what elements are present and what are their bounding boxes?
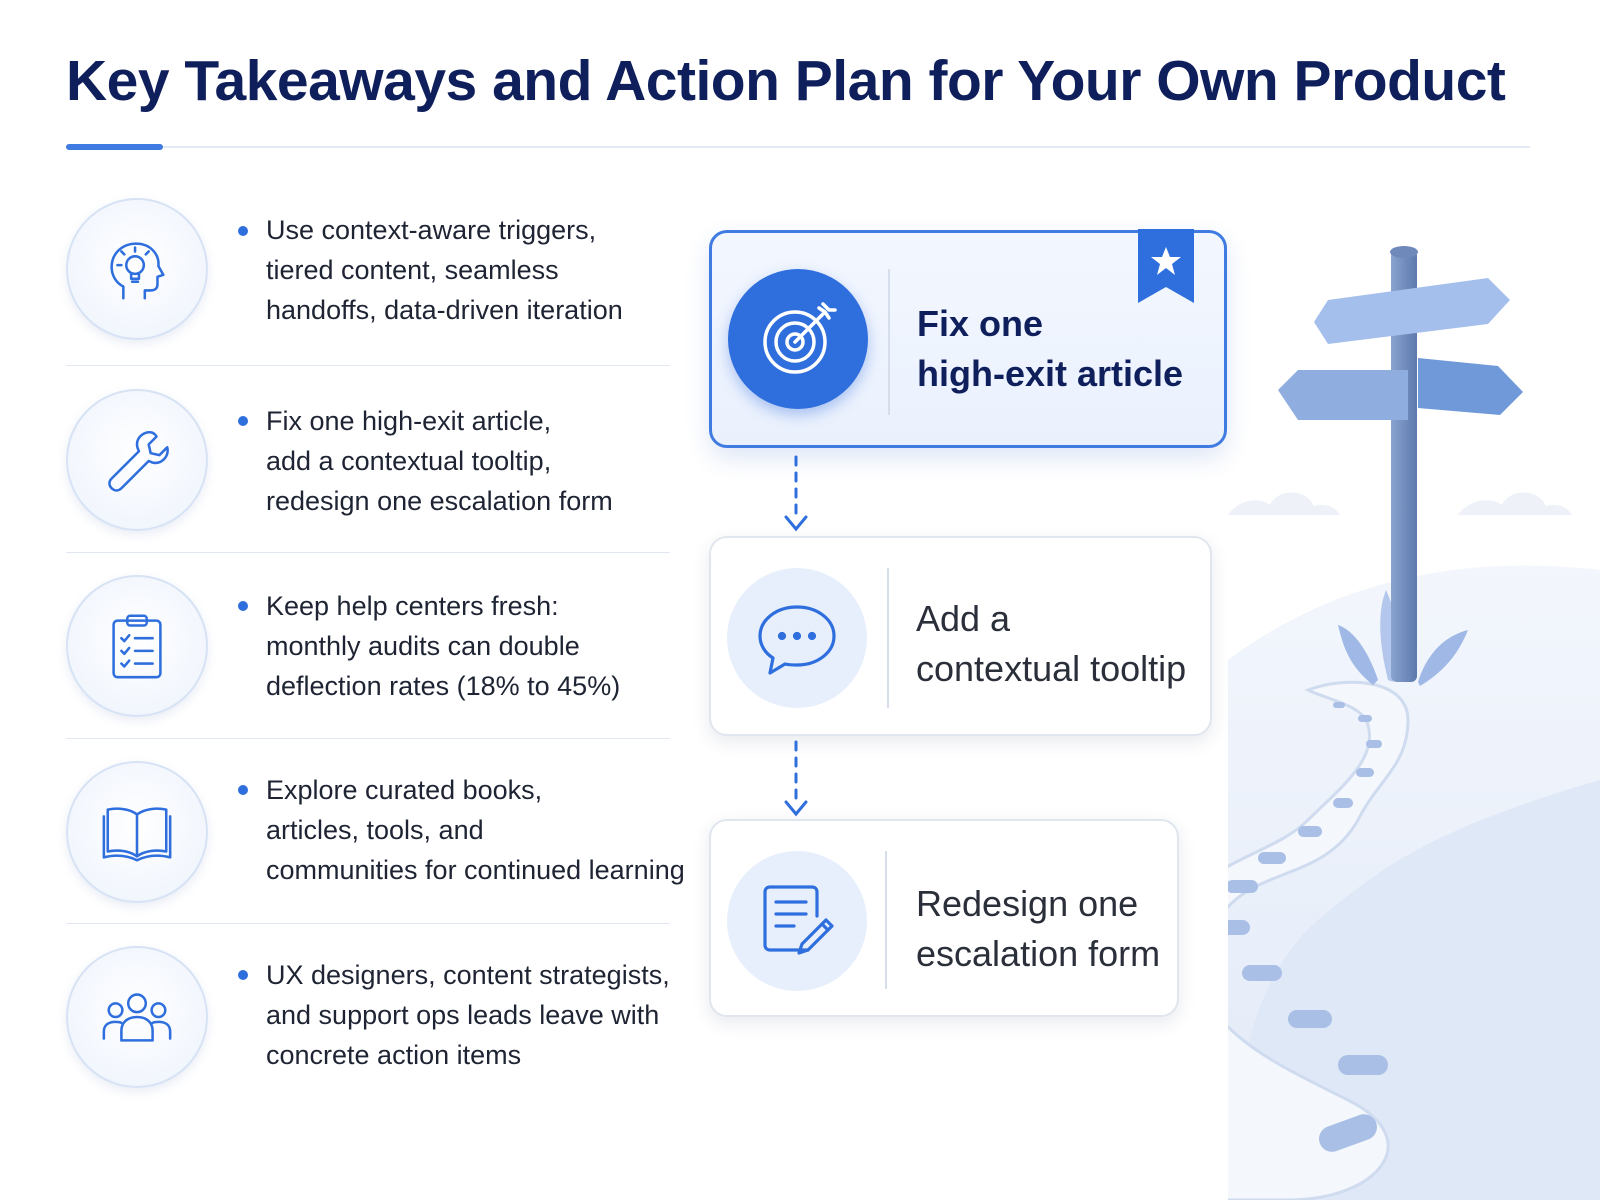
takeaway-line: monthly audits can double [266, 631, 580, 661]
takeaway-line: tiered content, seamless [266, 255, 559, 285]
takeaway-text: Use context-aware triggers, tiered conte… [266, 210, 716, 330]
takeaway-item-1: Use context-aware triggers, tiered conte… [66, 198, 682, 348]
wrench-icon [66, 389, 208, 531]
open-book-icon [66, 761, 208, 903]
action-card-redesign-form[interactable]: Redesign one escalation form [709, 819, 1179, 1017]
takeaway-line: UX designers, content strategists, [266, 960, 670, 990]
bullet-dot [238, 226, 248, 236]
card-separator [888, 269, 890, 415]
takeaway-divider [66, 552, 670, 553]
clipboard-checklist-icon [66, 575, 208, 717]
action-line: escalation form [916, 933, 1161, 974]
action-line: contextual tooltip [916, 648, 1187, 689]
takeaway-divider [66, 365, 670, 366]
takeaway-line: deflection rates (18% to 45%) [266, 671, 621, 701]
takeaway-line: communities for continued learning [266, 855, 685, 885]
takeaway-text: Fix one high-exit article, add a context… [266, 401, 716, 521]
target-arrow-icon [728, 269, 868, 409]
action-line: Redesign one [916, 883, 1139, 924]
takeaway-item-5: UX designers, content strategists, and s… [66, 946, 682, 1096]
people-group-icon [66, 946, 208, 1088]
takeaway-line: articles, tools, and [266, 815, 484, 845]
takeaway-item-3: Keep help centers fresh: monthly audits … [66, 575, 682, 725]
takeaway-line: and support ops leads leave with [266, 1000, 660, 1030]
bullet-dot [238, 785, 248, 795]
flow-arrow-down [781, 740, 811, 825]
bullet-dot [238, 416, 248, 426]
bullet-dot [238, 601, 248, 611]
takeaway-item-2: Fix one high-exit article, add a context… [66, 389, 682, 539]
card-separator [887, 568, 889, 708]
takeaway-line: handoffs, data-driven iteration [266, 295, 623, 325]
action-label: Redesign one escalation form [916, 879, 1160, 979]
takeaway-line: redesign one escalation form [266, 486, 613, 516]
action-line: Add a [916, 598, 1011, 639]
takeaway-item-4: Explore curated books, articles, tools, … [66, 761, 685, 911]
takeaway-text: UX designers, content strategists, and s… [266, 955, 736, 1075]
action-label: Add a contextual tooltip [916, 594, 1186, 694]
takeaway-divider [66, 923, 670, 924]
takeaway-line: add a contextual tooltip, [266, 446, 552, 476]
title-accent-bar [66, 144, 163, 150]
takeaway-line: Fix one high-exit article, [266, 406, 552, 436]
takeaway-divider [66, 738, 670, 739]
flow-arrow-down [781, 455, 811, 540]
signpost-road-illustration [1166, 220, 1600, 1200]
takeaway-line: concrete action items [266, 1040, 522, 1070]
takeaway-text: Keep help centers fresh: monthly audits … [266, 586, 716, 706]
takeaway-line: Explore curated books, [266, 775, 543, 805]
action-label: Fix one high-exit article [917, 299, 1183, 399]
takeaway-line: Use context-aware triggers, [266, 215, 597, 245]
action-line: Fix one [917, 303, 1044, 344]
document-pen-icon [727, 851, 867, 991]
action-card-fix-article[interactable]: Fix one high-exit article [709, 229, 1227, 448]
takeaway-line: Keep help centers fresh: [266, 591, 559, 621]
card-separator [885, 851, 887, 989]
takeaway-text: Explore curated books, articles, tools, … [266, 770, 736, 890]
lightbulb-head-icon [66, 198, 208, 340]
action-line: high-exit article [917, 353, 1184, 394]
chat-bubble-icon [727, 568, 867, 708]
bullet-dot [238, 970, 248, 980]
title-divider [66, 146, 1530, 148]
page-title: Key Takeaways and Action Plan for Your O… [66, 49, 1506, 113]
action-card-add-tooltip[interactable]: Add a contextual tooltip [709, 536, 1212, 736]
star-ribbon-icon [1138, 229, 1194, 307]
